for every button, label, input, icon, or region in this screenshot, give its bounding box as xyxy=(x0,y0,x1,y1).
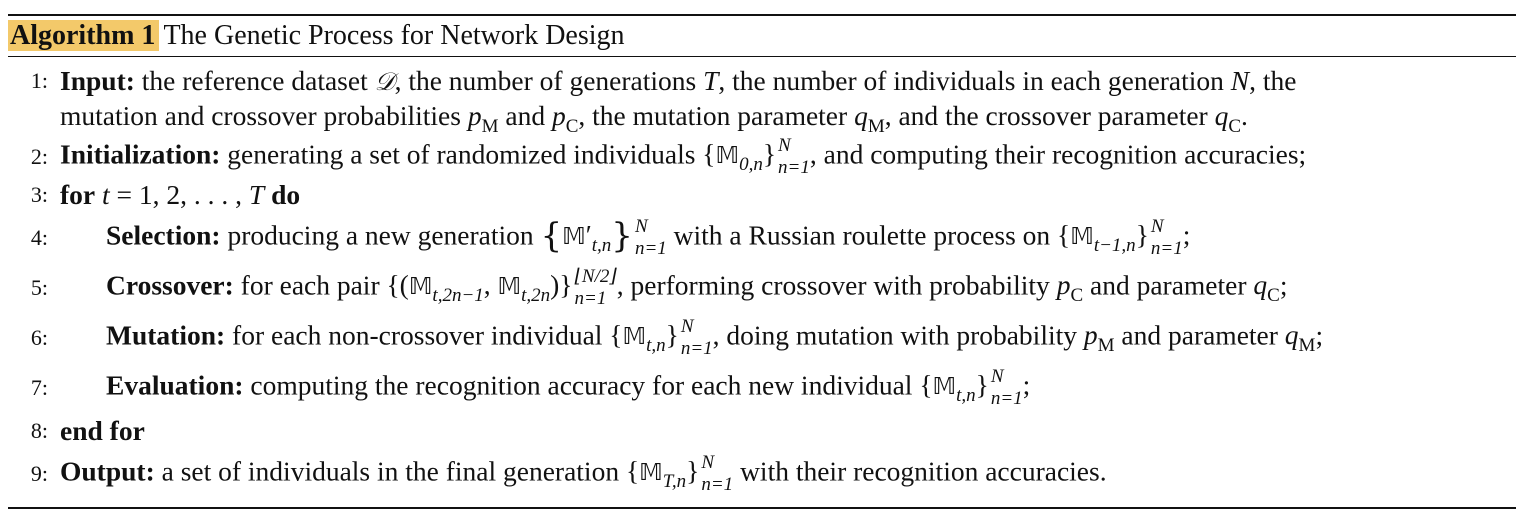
line-text: and parameter xyxy=(1121,319,1278,351)
line-content: end for xyxy=(60,415,145,447)
algorithm-tag: Algorithm 1 xyxy=(8,20,160,51)
math-loop-range: t xyxy=(102,179,110,210)
line-text: with their recognition accuracies. xyxy=(740,455,1107,487)
math-dataset: 𝒟 xyxy=(374,67,395,96)
line-number: 1: xyxy=(30,68,48,93)
math-pair-set: {(𝕄t,2n−1, 𝕄t,2n)}⌊N/2⌋n=1 xyxy=(386,266,617,309)
line-text: , the number of individuals in each gene… xyxy=(718,65,1224,96)
line-number: 4: xyxy=(30,225,48,250)
line-number: 8: xyxy=(30,418,48,443)
line-text: and xyxy=(505,100,546,131)
algorithm-title: The Genetic Process for Network Design xyxy=(163,20,625,51)
line-text: , performing crossover with probability xyxy=(616,269,1050,301)
line-keyword: Input: xyxy=(60,65,135,96)
line-text: , the number of generations xyxy=(394,65,697,96)
math-pC: pC xyxy=(551,100,579,137)
math-pM: pM xyxy=(1083,319,1115,357)
line-content: Initialization: generating a set of rand… xyxy=(60,135,1306,179)
algorithm-line-7: 7: Evaluation: computing the recognition… xyxy=(8,363,1516,413)
line-content: Output: a set of individuals in the fina… xyxy=(60,452,1107,496)
line-text: mutation and crossover probabilities xyxy=(60,100,461,131)
math-qM: qM xyxy=(1284,319,1316,357)
line-content: for t = 1, 2, . . . , T do xyxy=(60,179,301,210)
line-text: for each pair xyxy=(240,269,380,301)
line-text: the reference dataset xyxy=(141,65,368,96)
line-content: Selection: producing a new generation {𝕄… xyxy=(106,216,1190,260)
line-text: for each non-crossover individual xyxy=(232,319,603,351)
algorithm-line-2: 2: Initialization: generating a set of r… xyxy=(8,135,1516,179)
algorithm-line-5: 5: Crossover: for each pair {(𝕄t,2n−1, 𝕄… xyxy=(8,263,1516,313)
algorithm-line-9: 9: Output: a set of individuals in the f… xyxy=(8,449,1516,499)
line-text: , doing mutation with probability xyxy=(712,319,1077,351)
line-text: and parameter xyxy=(1090,269,1247,301)
algorithm-line-6: 6: Mutation: for each non-crossover indi… xyxy=(8,313,1516,363)
algorithm-line-3: 3: for t = 1, 2, . . . , T do xyxy=(8,177,1516,213)
math-N: N xyxy=(1230,65,1250,96)
line-text: , the xyxy=(1249,65,1297,96)
line-keyword: end for xyxy=(60,415,145,446)
line-text: computing the recognition accuracy for e… xyxy=(250,369,913,401)
line-keyword: Selection: xyxy=(106,219,221,251)
math-T: T xyxy=(703,65,719,96)
line-text: , and the crossover parameter xyxy=(884,100,1208,131)
line-content: Crossover: for each pair {(𝕄t,2n−1, 𝕄t,2… xyxy=(106,266,1288,309)
algorithm-line-1-cont: mutation and crossover probabilities pM … xyxy=(8,100,1516,137)
line-keyword: Crossover: xyxy=(106,269,234,301)
line-keyword: Initialization: xyxy=(60,138,221,170)
line-keyword: Evaluation: xyxy=(106,369,244,401)
line-number: 7: xyxy=(30,375,48,400)
line-number: 2: xyxy=(30,144,48,169)
caption-rule xyxy=(8,56,1516,57)
line-content: Evaluation: computing the recognition ac… xyxy=(106,366,1030,410)
line-text: producing a new generation xyxy=(227,219,534,251)
math-pC: pC xyxy=(1056,269,1084,307)
math-qC: qC xyxy=(1214,100,1242,137)
top-rule xyxy=(8,14,1516,16)
line-text: generating a set of randomized individua… xyxy=(227,138,696,170)
math-qC: qC xyxy=(1253,269,1280,307)
algorithm-line-4: 4: Selection: producing a new generation… xyxy=(8,213,1516,263)
line-keyword: Mutation: xyxy=(106,319,226,351)
algorithm-body: 1: Input: the reference dataset 𝒟, the n… xyxy=(8,57,1516,507)
line-number: 6: xyxy=(30,325,48,350)
math-pM: pM xyxy=(467,100,499,137)
line-text: , the mutation parameter xyxy=(578,100,848,131)
line-text: , and computing their recognition accura… xyxy=(809,138,1307,170)
line-number: 9: xyxy=(30,461,48,486)
algorithm-line-1: 1: Input: the reference dataset 𝒟, the n… xyxy=(8,61,1516,101)
algorithm-line-8: 8: end for xyxy=(8,413,1516,449)
line-number: 3: xyxy=(30,182,48,207)
line-content: Mutation: for each non-crossover individ… xyxy=(106,316,1324,359)
line-content: Input: the reference dataset 𝒟, the numb… xyxy=(60,65,1297,97)
line-keyword-do: do xyxy=(271,179,301,210)
line-keyword: for xyxy=(60,179,96,210)
math-qM: qM xyxy=(854,100,885,137)
line-content: mutation and crossover probabilities pM … xyxy=(60,100,1248,137)
line-text: a set of individuals in the final genera… xyxy=(161,455,620,487)
line-keyword: Output: xyxy=(60,455,155,487)
line-number: 5: xyxy=(30,275,48,300)
line-text: with a Russian roulette process on xyxy=(673,219,1051,251)
